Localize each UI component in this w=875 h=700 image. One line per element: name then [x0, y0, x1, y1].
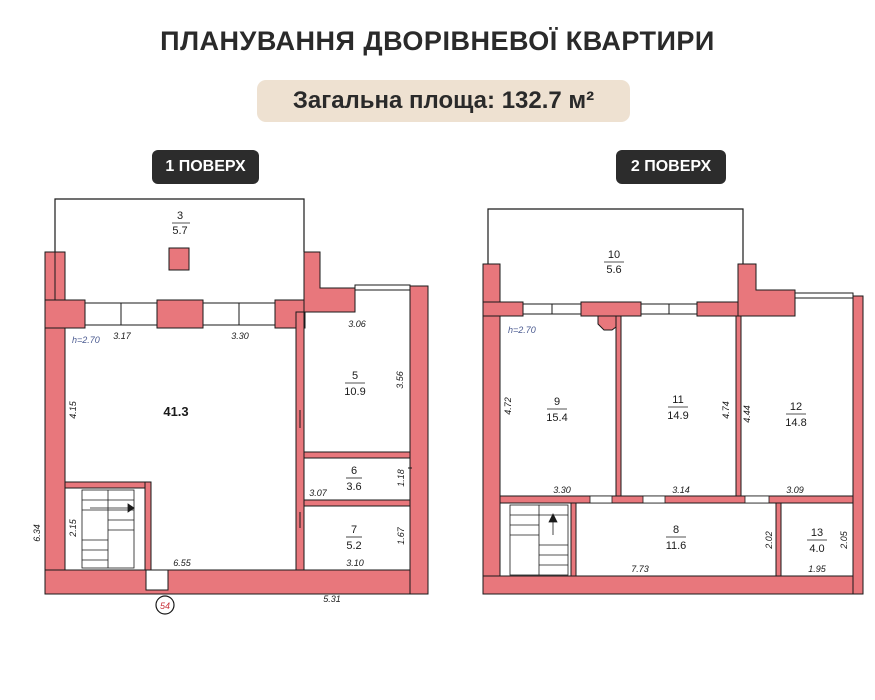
- floor1-marker-label: 54: [160, 601, 170, 611]
- floor2-room10-number: 10: [608, 249, 620, 261]
- floor1-dim-5: 4.15: [68, 400, 78, 419]
- floor2-dim-7: 2.02: [764, 531, 774, 550]
- floor1-dim-2: 3.30: [231, 331, 249, 341]
- floor2-dim-6: 3.09: [786, 485, 804, 495]
- floor2-room12-number: 12: [790, 401, 802, 413]
- floor1-marker-circle: [155, 595, 175, 615]
- floor1-dim-1: 3.17: [113, 331, 132, 341]
- floor2-room10-area: 5.6: [606, 264, 621, 276]
- floor1-room6-area: 3.6: [346, 481, 361, 493]
- floor2-dim-2: 4.74: [721, 401, 731, 419]
- floor1-dim-6: 3.07: [309, 488, 328, 498]
- floor1-room3-number: 3: [177, 210, 183, 222]
- floor2-room8-area: 11.6: [666, 540, 687, 552]
- floor1-dim-7: 1.18: [396, 469, 406, 487]
- floor2-dim-10: 1.95: [808, 564, 827, 574]
- floor2-dim-8: 2.05: [839, 530, 849, 550]
- floor2-dim-5: 3.14: [672, 485, 690, 495]
- floor1-dim-9: 6.34: [32, 524, 42, 542]
- floor1-room5-number: 5: [352, 370, 358, 382]
- floor1-tag: 1 ПОВЕРХ: [152, 150, 259, 184]
- floor1-walls: [44, 251, 429, 595]
- floor2-balcony-outline: [487, 208, 744, 264]
- floor1-dim-4: 3.56: [395, 371, 405, 389]
- floor2-room9-area: 15.4: [546, 412, 567, 424]
- floor2-windows: [522, 292, 854, 315]
- floor2-tag: 2 ПОВЕРХ: [616, 150, 726, 184]
- floor1-dim-3: 3.06: [348, 319, 366, 329]
- floor2-room13-area: 4.0: [809, 543, 824, 555]
- floor1-dim-11: 3.10: [346, 558, 364, 568]
- floor1-height-mark: h=2.70: [72, 335, 100, 345]
- floor1-room3-area: 5.7: [172, 225, 187, 237]
- floor1-balcony-column: [168, 247, 190, 271]
- floor2-room12-area: 14.8: [785, 417, 806, 429]
- floor2-room8-number: 8: [673, 524, 679, 536]
- floor1-dim-13: 5.31: [323, 594, 341, 604]
- floor2-height-mark: h=2.70: [508, 325, 536, 335]
- page-title: ПЛАНУВАННЯ ДВОРІВНЕВОЇ КВАРТИРИ: [160, 26, 715, 56]
- floor1-room7-number: 7: [351, 524, 357, 536]
- floor1-room7-area: 5.2: [346, 540, 361, 552]
- floor1-stairs: [81, 489, 135, 569]
- total-area-badge: Загальна площа: 132.7 м²: [257, 80, 630, 122]
- floor1-dim-10: 6.55: [173, 558, 192, 568]
- floor2-dim-4: 3.30: [553, 485, 571, 495]
- floor1-dim-12: 1.67: [396, 526, 406, 545]
- floor1-plan: 3 5.7 41.3 5 10.9 6 3.6 7 5.2 h=2.70 3.1…: [32, 198, 429, 615]
- floor2-dim-3: 4.44: [742, 405, 752, 423]
- floor2-room9-number: 9: [554, 396, 560, 408]
- floor1-living-room-area: 41.3: [163, 404, 188, 419]
- floor2-stairs: [509, 504, 569, 576]
- floor1-room6-number: 6: [351, 465, 357, 477]
- floor2-walls: [482, 263, 864, 595]
- floor2-room11-number: 11: [672, 394, 683, 406]
- floor1-dim-8: 2.15: [68, 518, 78, 538]
- floor1-windows: [84, 284, 411, 591]
- floor1-balcony-outline: [54, 198, 305, 252]
- floor2-dim-1: 4.72: [503, 397, 513, 415]
- floor2-room11-area: 14.9: [667, 410, 688, 422]
- floor2-dim-9: 7.73: [631, 564, 649, 574]
- floor1-room5-area: 10.9: [344, 386, 365, 398]
- floor2-room13-number: 13: [811, 527, 823, 539]
- floor2-plan: 10 5.6 9 15.4 11 14.9 12 14.8 8 11.6 13 …: [482, 208, 864, 595]
